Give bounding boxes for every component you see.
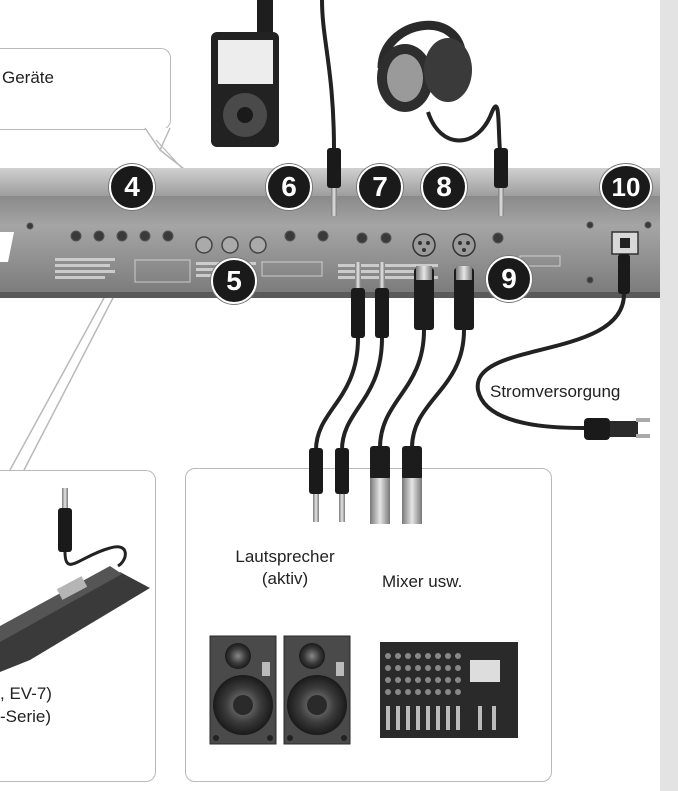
speaker-icon — [209, 635, 277, 745]
pedal-label-line1: , EV-7) — [0, 684, 52, 703]
mixer-icon — [380, 642, 518, 738]
output-xlr-cables — [370, 266, 474, 524]
devices-callout-box — [0, 48, 171, 130]
panel-number-9: 9 — [486, 256, 532, 302]
panel-number-10: 10 — [600, 164, 652, 210]
pedal-label-line2: -Serie) — [0, 707, 52, 726]
panel-number-8: 8 — [421, 164, 467, 210]
expression-pedal-icon — [0, 488, 150, 672]
panel-number-7: 7 — [357, 164, 403, 210]
input-cable — [320, 0, 341, 216]
pedal-callout-pointer — [9, 264, 131, 471]
headphones-icon — [377, 20, 508, 216]
power-label: Stromversorgung — [490, 382, 621, 401]
panel-number-5: 5 — [211, 258, 257, 304]
mixer-label: Mixer usw. — [382, 572, 463, 591]
page-margin-strip — [660, 0, 678, 791]
speaker-label-line2: (aktiv) — [261, 569, 309, 588]
panel-number-4: 4 — [109, 164, 155, 210]
speaker-icon — [283, 635, 351, 745]
power-plug-icon — [475, 254, 650, 440]
devices-label: Geräte — [2, 68, 54, 87]
panel-number-6: 6 — [266, 164, 312, 210]
speaker-label-line1: Lautsprecher — [235, 547, 335, 566]
output-phone-cables — [309, 262, 389, 522]
media-player-icon — [211, 0, 279, 147]
